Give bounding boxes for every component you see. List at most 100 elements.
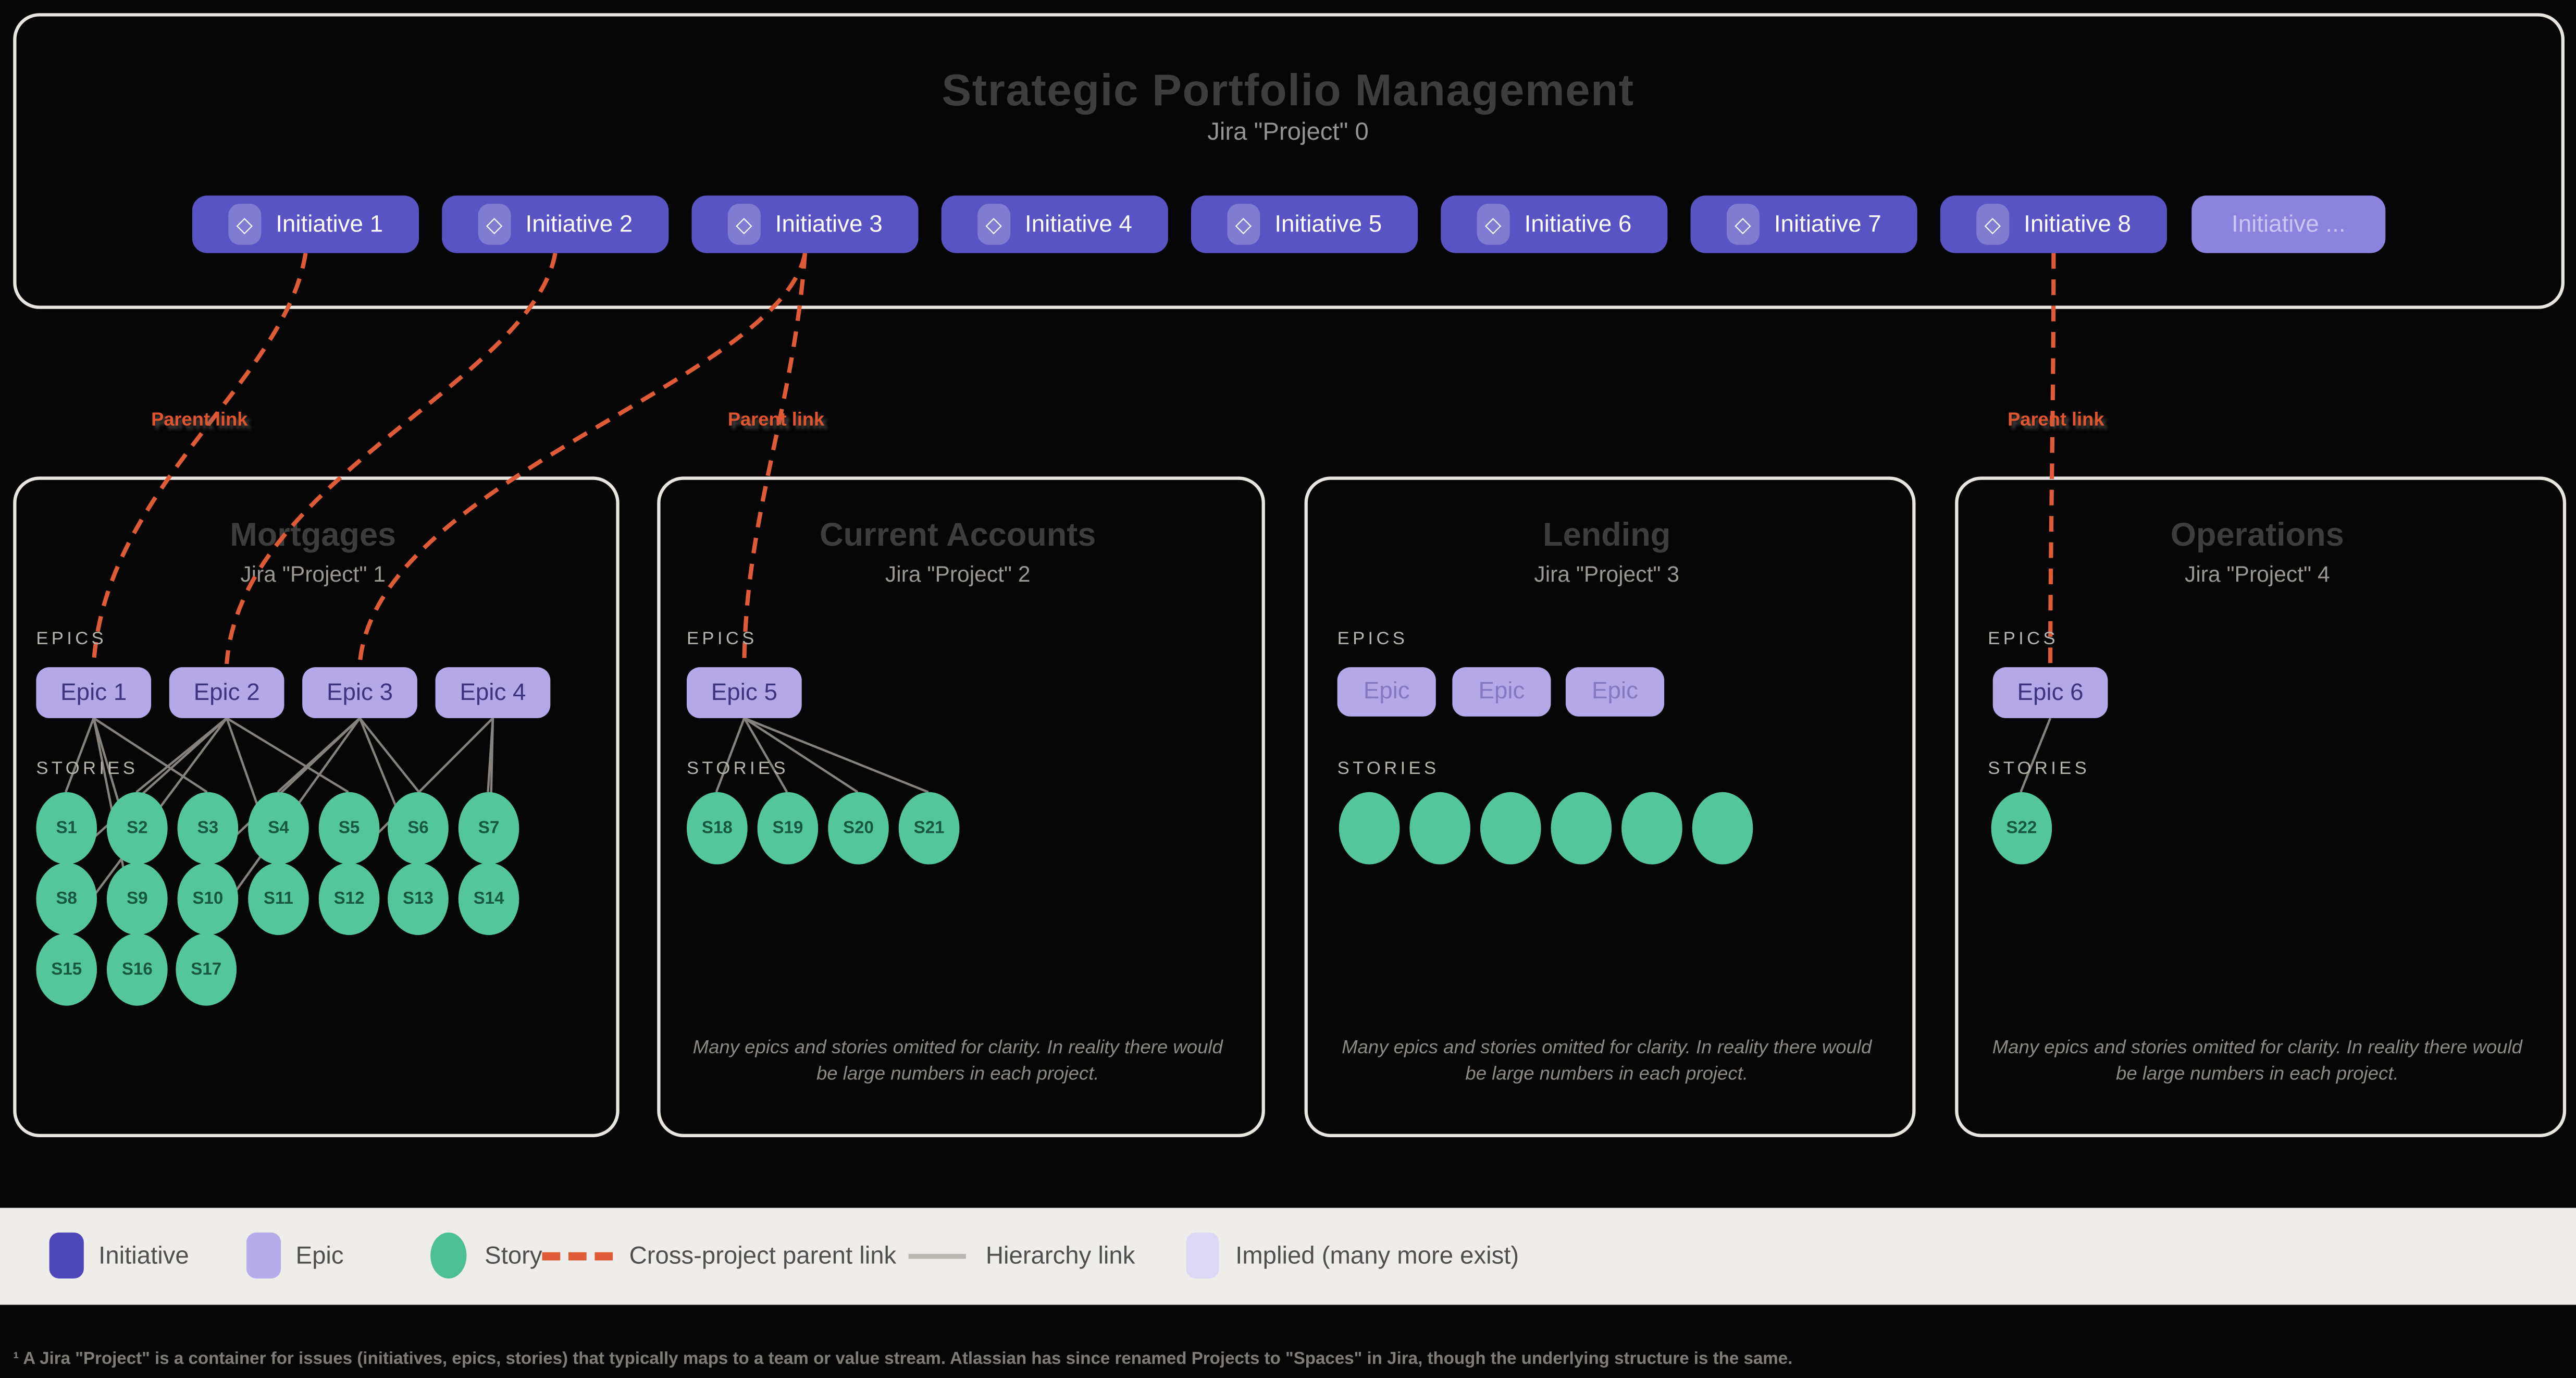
initiative-label: Initiative 4 [1025, 211, 1132, 238]
initiative-label: Initiative 2 [525, 211, 633, 238]
initiative-diamond-icon: ◇ [977, 203, 1010, 245]
story-node: S10 [177, 863, 239, 936]
project-title: Lending [1543, 518, 1671, 554]
story-node: S11 [248, 863, 309, 936]
story-node: S14 [458, 863, 519, 936]
project-panel-current-accounts [657, 476, 1265, 1137]
implied-initiative-node: Initiative ... [2191, 195, 2386, 253]
implied-story-node [1621, 792, 1682, 865]
epics-section-label: EPICS [1337, 629, 1408, 649]
project-note: Many epics and stories omitted for clari… [692, 1037, 1223, 1085]
legend-cross-project-dash [595, 1252, 613, 1260]
implied-epic-node: Epic [1565, 667, 1665, 717]
initiative-diamond-icon: ◇ [1227, 203, 1260, 245]
footnote: ¹ A Jira "Project" is a container for is… [13, 1349, 1793, 1369]
story-node: S12 [318, 863, 380, 936]
project-title: Operations [2170, 518, 2344, 554]
epic-node: Epic 2 [169, 667, 284, 718]
initiative-label: Initiative 5 [1274, 211, 1382, 238]
page-subtitle: Jira "Project" 0 [1207, 118, 1369, 146]
epic-node: Epic 6 [1992, 667, 2108, 718]
legend-item-label: Cross-project parent link [629, 1242, 897, 1271]
epics-section-label: EPICS [686, 629, 758, 649]
legend-item-label: Epic [295, 1242, 344, 1271]
story-node: S6 [388, 792, 449, 865]
story-node: S8 [36, 863, 97, 936]
story-node: S7 [458, 792, 519, 865]
project-title: Current Accounts [820, 518, 1096, 554]
legend-item-label: Story [485, 1242, 542, 1271]
initiative-diamond-icon: ◇ [1726, 203, 1760, 245]
story-node: S22 [1991, 792, 2052, 865]
initiative-node-8: ◇ Initiative 8 [1940, 195, 2167, 253]
stories-section-label: STORIES [1337, 759, 1440, 779]
portfolio-panel [13, 13, 2565, 309]
initiative-label: Initiative 6 [1524, 211, 1632, 238]
initiative-node-7: ◇ Initiative 7 [1690, 195, 1917, 253]
legend-item-label: Hierarchy link [985, 1242, 1135, 1271]
story-node: S20 [828, 792, 889, 865]
implied-story-node [1551, 792, 1612, 865]
initiative-label: Initiative 1 [276, 211, 383, 238]
stories-section-label: STORIES [686, 759, 789, 779]
project-note: Many epics and stories omitted for clari… [1342, 1037, 1872, 1085]
epic-node: Epic 4 [435, 667, 551, 718]
project-panel-operations [1955, 476, 2567, 1137]
story-node: S17 [176, 933, 237, 1006]
project-subtitle: Jira "Project" 4 [2185, 562, 2330, 587]
stories-section-label: STORIES [1988, 759, 2090, 779]
legend-epic-swatch [246, 1232, 281, 1279]
initiative-label: Initiative 7 [1774, 211, 1881, 238]
initiative-diamond-icon: ◇ [1976, 203, 2009, 245]
story-node: S19 [757, 792, 819, 865]
project-subtitle: Jira "Project" 2 [885, 562, 1031, 587]
legend-story-swatch [430, 1232, 467, 1279]
implied-story-node [1480, 792, 1541, 865]
initiative-diamond-icon: ◇ [228, 203, 261, 245]
initiative-label: Initiative 8 [2024, 211, 2132, 238]
story-node: S5 [318, 792, 380, 865]
story-node: S9 [106, 863, 168, 936]
legend-hierarchy-line [908, 1253, 967, 1258]
initiative-diamond-icon: ◇ [1477, 203, 1510, 245]
project-note: Many epics and stories omitted for clari… [1992, 1037, 2522, 1085]
project-subtitle: Jira "Project" 1 [240, 562, 386, 587]
initiative-node-2: ◇ Initiative 2 [442, 195, 669, 253]
initiative-node-3: ◇ Initiative 3 [691, 195, 919, 253]
legend [0, 1208, 2576, 1305]
stories-section-label: STORIES [36, 759, 139, 779]
implied-epic-node: Epic [1452, 667, 1551, 717]
epic-node: Epic 3 [302, 667, 417, 718]
story-node: S1 [36, 792, 97, 865]
initiative-diamond-icon: ◇ [478, 203, 511, 245]
epic-node: Epic 5 [686, 667, 802, 718]
legend-item-label: Implied (many more exist) [1235, 1242, 1519, 1271]
story-node: S18 [686, 792, 748, 865]
project-subtitle: Jira "Project" 3 [1534, 562, 1680, 587]
initiative-node-1: ◇ Initiative 1 [192, 195, 419, 253]
legend-item-label: Initiative [98, 1242, 189, 1271]
parent-link-label: Parent link [727, 411, 825, 431]
initiative-label: Initiative ... [2231, 211, 2346, 238]
parent-link-label: Parent link [151, 411, 248, 431]
epics-section-label: EPICS [36, 629, 107, 649]
epics-section-label: EPICS [1988, 629, 2059, 649]
story-node: S15 [36, 933, 97, 1006]
story-node: S2 [106, 792, 168, 865]
story-node: S3 [177, 792, 239, 865]
legend-implied-swatch [1186, 1232, 1219, 1279]
legend-cross-project-dash [568, 1252, 587, 1260]
story-node: S13 [388, 863, 449, 936]
implied-story-node [1692, 792, 1753, 865]
epic-node: Epic 1 [36, 667, 152, 718]
legend-cross-project-dash [542, 1252, 561, 1260]
initiative-label: Initiative 3 [775, 211, 883, 238]
parent-link-label: Parent link [2008, 411, 2104, 431]
initiative-node-4: ◇ Initiative 4 [941, 195, 1168, 253]
initiative-node-6: ◇ Initiative 6 [1441, 195, 1668, 253]
implied-story-node [1409, 792, 1471, 865]
legend-initiative-swatch [49, 1232, 84, 1279]
implied-story-node [1339, 792, 1400, 865]
story-node: S16 [106, 933, 168, 1006]
